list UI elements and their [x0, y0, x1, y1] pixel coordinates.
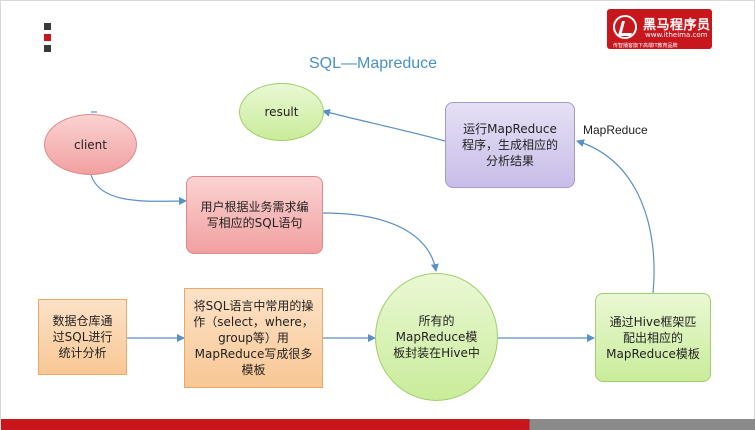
diagram-title: SQL—Mapreduce [308, 55, 438, 72]
logo-url: www.itheima.com [645, 31, 708, 39]
node-templates: 将SQL语言中常用的操作（select，where，group等）用MapRed… [184, 288, 323, 388]
node-data-warehouse: 数据仓库通过SQL进行统计分析 [38, 299, 127, 375]
logo-slogan: 传智播客旗下高端IT教育品牌 [613, 43, 678, 49]
node-write-sql: 用户根据业务需求编写相应的SQL语句 [186, 176, 323, 254]
brand-logo: 黑马程序员 www.itheima.com 传智播客旗下高端IT教育品牌 [607, 9, 712, 49]
logo-icon [613, 15, 637, 39]
node-client: client [44, 114, 137, 175]
slide-decoration [44, 23, 51, 56]
edge-run-to-result [322, 108, 446, 142]
node-run-mapreduce: 运行MapReduce程序，生成相应的分析结果 [445, 102, 575, 188]
edge-client-to-sql [90, 174, 187, 206]
logo-brand: 黑马程序员 [643, 18, 711, 33]
footer-bar [1, 419, 755, 430]
node-hive: 所有的MapReduce模板封装在Hive中 [375, 273, 498, 401]
node-match-template: 通过Hive框架匹配出相应的MapReduce模板 [595, 293, 711, 382]
edge-label-mapreduce: MapReduce [583, 123, 648, 137]
edge-sql-to-hive [322, 212, 439, 272]
node-result: result [239, 83, 324, 141]
edge-match-to-run [576, 139, 655, 294]
